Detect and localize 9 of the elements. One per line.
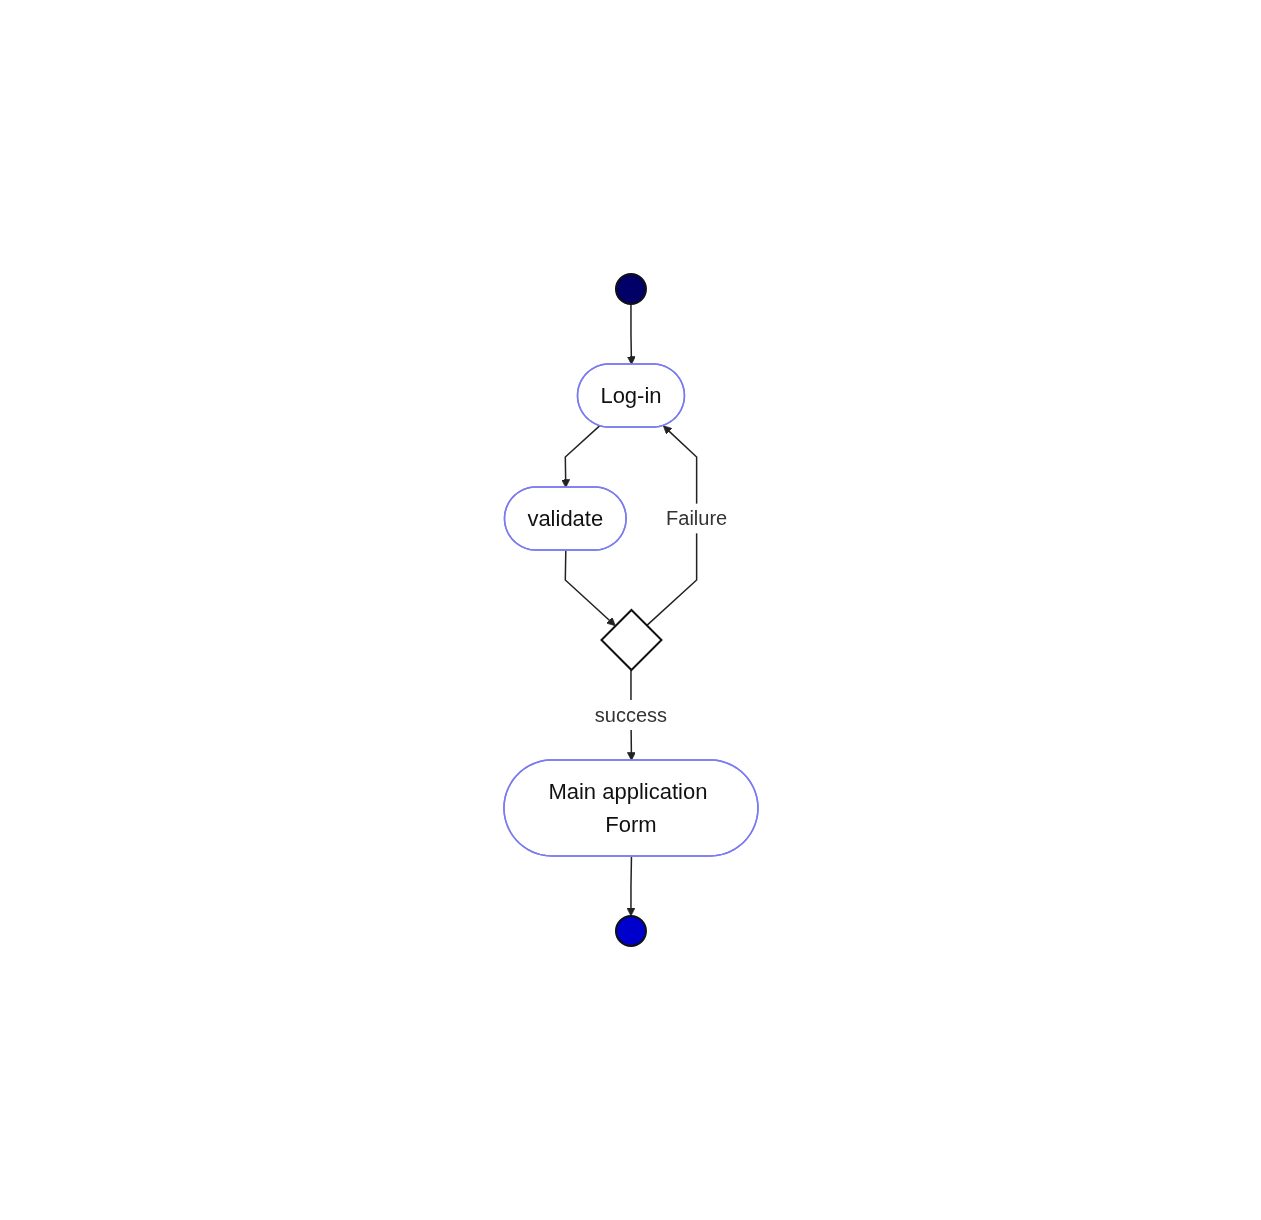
arrow <box>626 303 636 365</box>
node-diamond <box>599 608 663 672</box>
edge-label: Failure <box>665 507 727 530</box>
edge-label: success <box>594 703 667 726</box>
node-circle <box>614 273 647 305</box>
arrow <box>564 549 616 627</box>
node-circle <box>614 914 647 947</box>
arrow <box>626 855 635 917</box>
arrow <box>560 425 600 488</box>
